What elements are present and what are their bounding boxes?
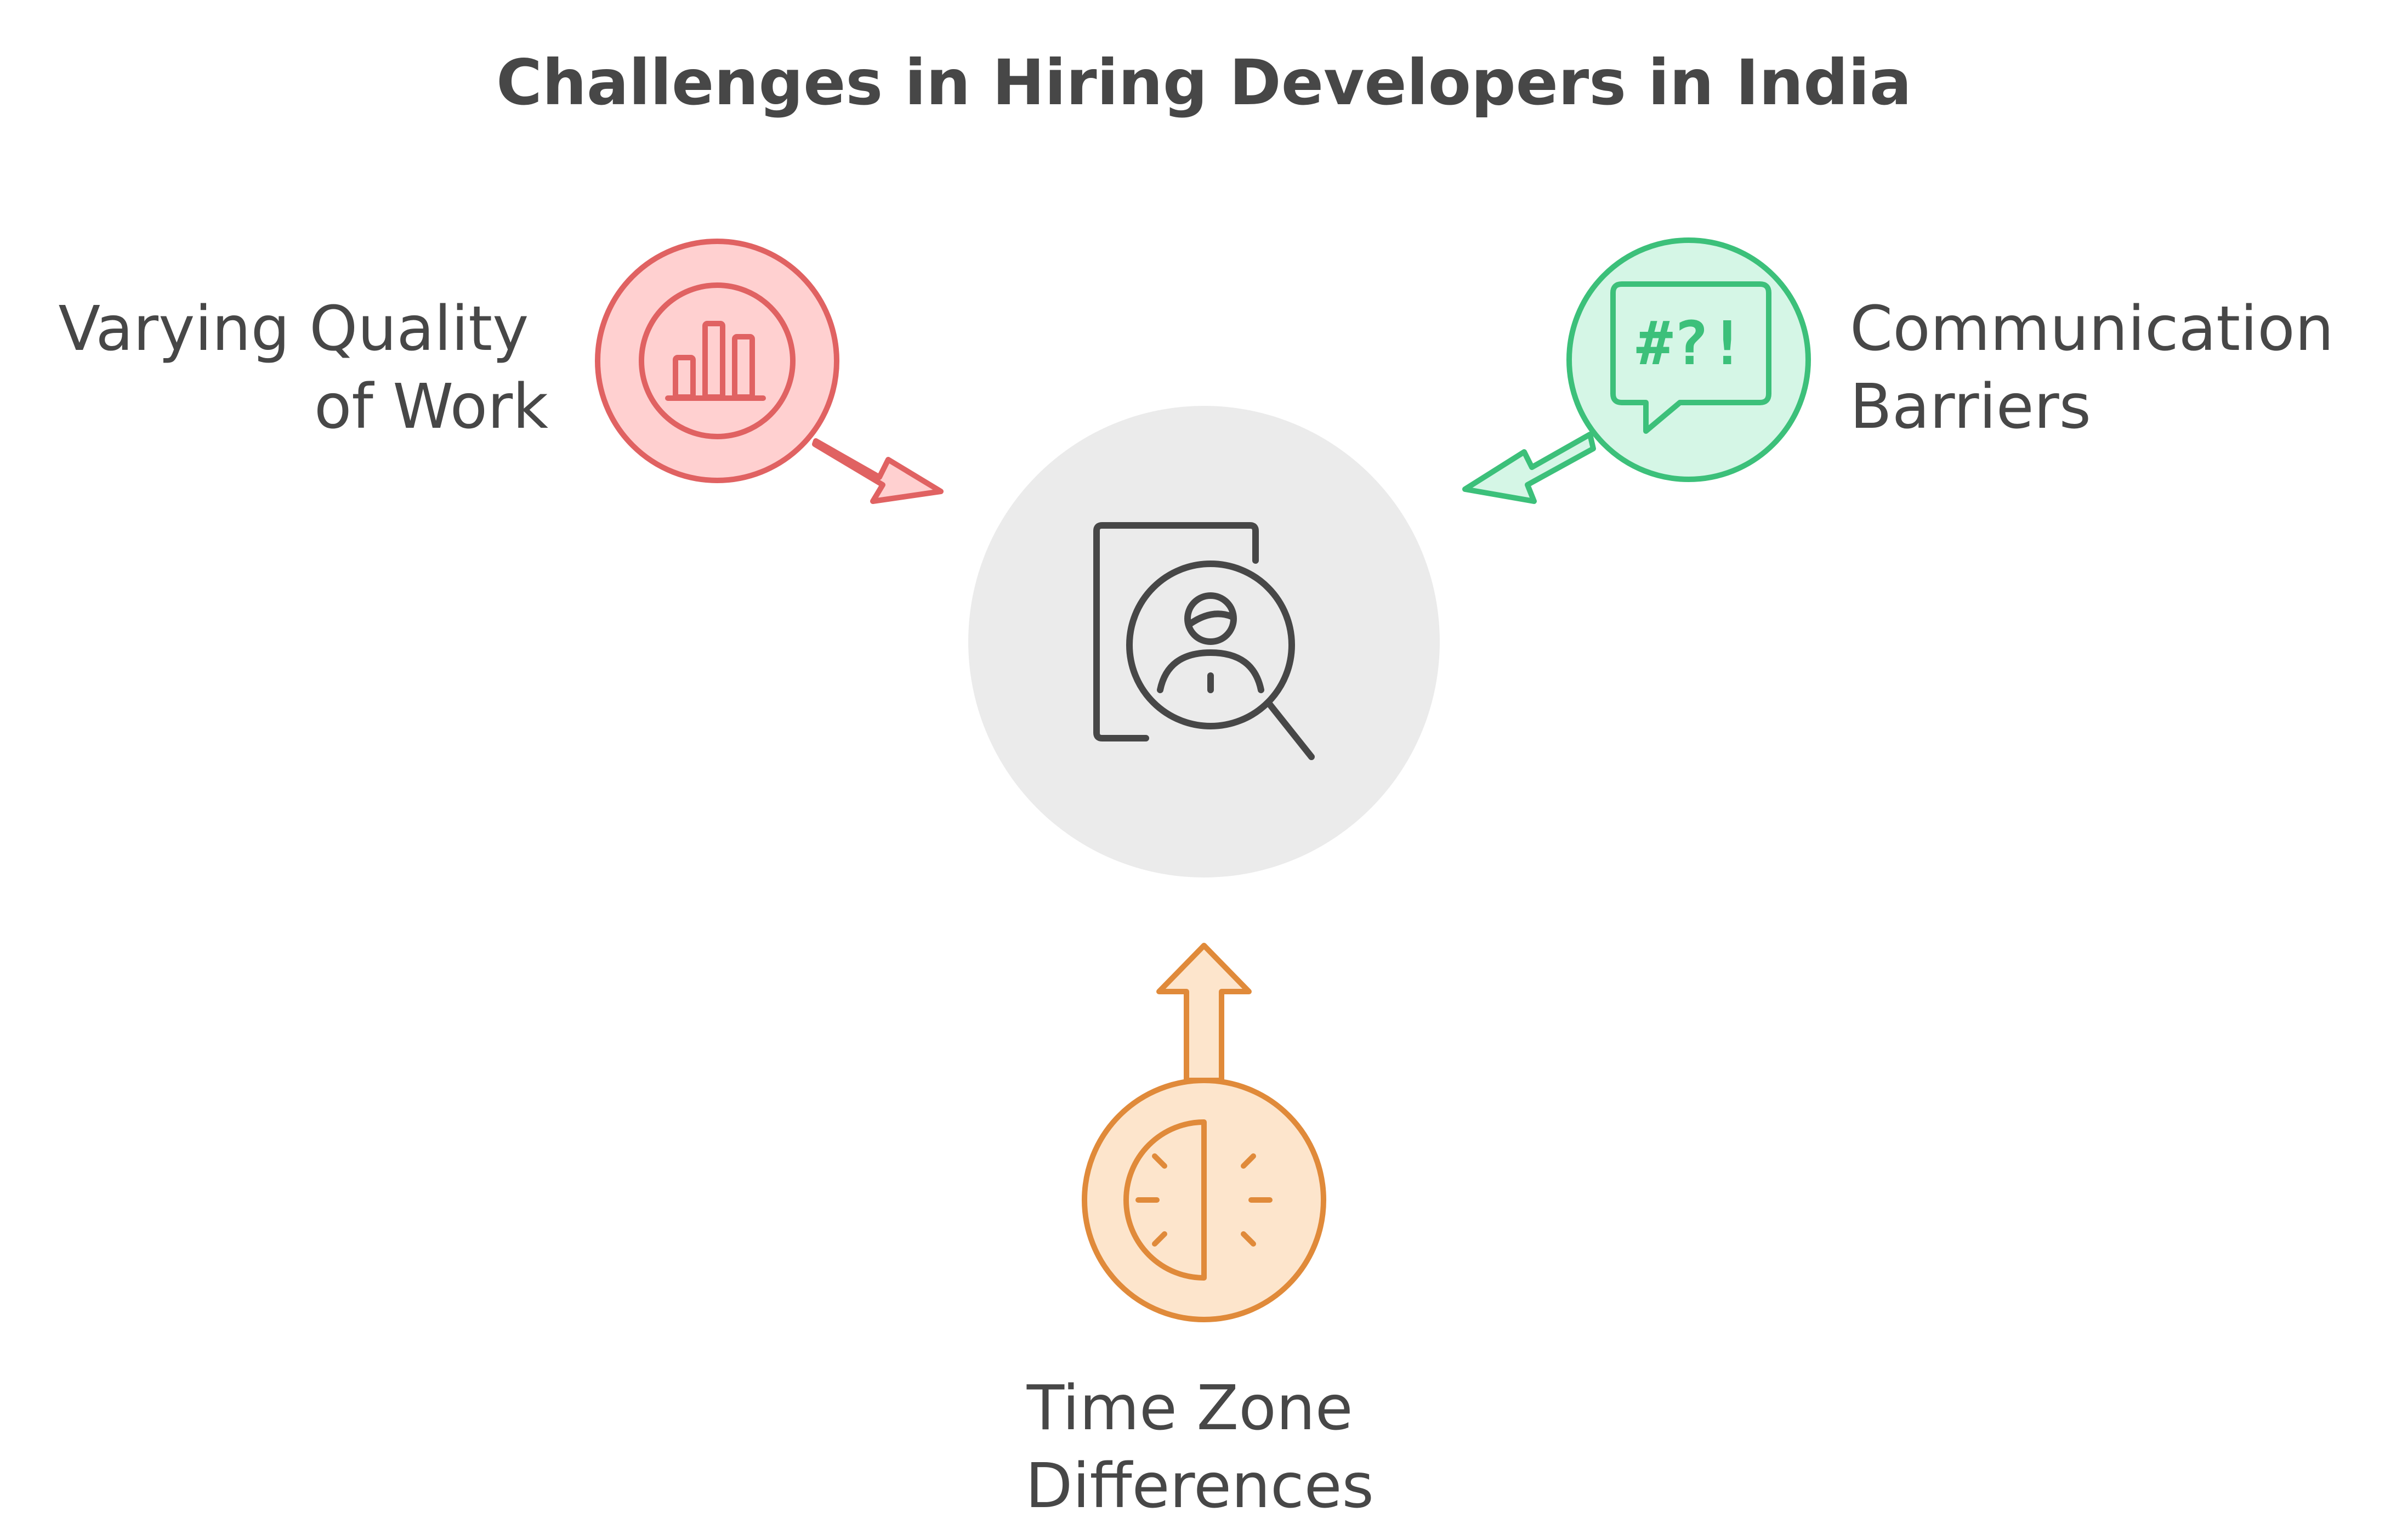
quality-circle (595, 239, 839, 483)
candidate-search-icon (1093, 522, 1315, 760)
diagram-title: Challenges in Hiring Developers in India (496, 46, 1912, 119)
challenge-timezone: Time Zone Differences (1025, 943, 1374, 1522)
quality-arrow (812, 438, 944, 504)
challenge-communication: #?! Communication Barriers (1462, 237, 2353, 504)
timezone-label-line-2: Differences (1025, 1451, 1374, 1522)
communication-label: Communication Barriers (1850, 293, 2353, 443)
timezone-arrow (1156, 943, 1252, 1083)
center-hub (968, 406, 1440, 877)
timezone-label-line-1: Time Zone (1026, 1373, 1353, 1444)
quality-label: Varying Quality of Work (59, 293, 549, 443)
timezone-label: Time Zone Differences (1025, 1373, 1374, 1522)
challenge-quality: Varying Quality of Work (59, 239, 944, 504)
bar-chart-icon (665, 321, 766, 401)
speech-bubble-symbols: #?! (1637, 308, 1746, 378)
quality-label-line-1: Varying Quality (59, 293, 529, 365)
speech-bubble-icon: #?! (1610, 281, 1771, 434)
quality-label-line-2: of Work (314, 371, 548, 443)
communication-circle (1566, 237, 1811, 482)
communication-arrow (1462, 432, 1596, 504)
half-clock-icon (1123, 1119, 1273, 1281)
quality-inner-ring (639, 282, 796, 439)
communication-label-line-2: Barriers (1850, 371, 2091, 443)
communication-label-line-1: Communication (1850, 293, 2334, 365)
